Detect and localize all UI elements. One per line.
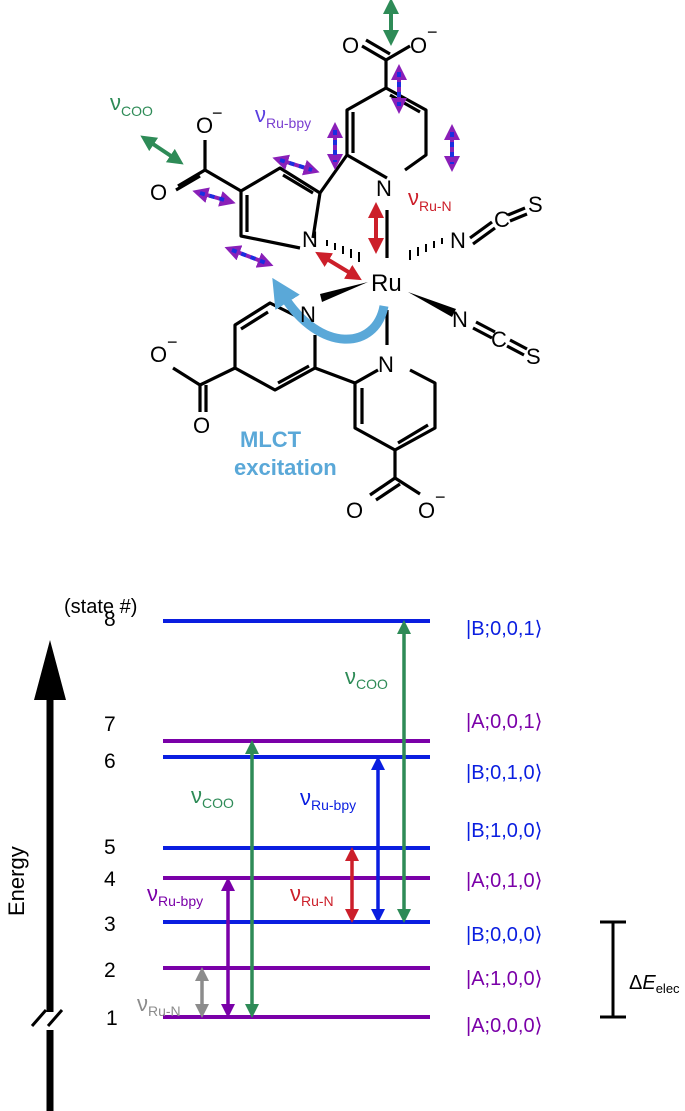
o-atom-label: O: [196, 113, 213, 138]
n-atom-label: N: [376, 176, 392, 201]
o-atom-label: O: [150, 180, 167, 205]
n-atom-label: N: [378, 352, 394, 377]
c-atom-label: C: [491, 327, 507, 352]
charge-label: −: [167, 332, 178, 352]
charge-label: −: [212, 103, 223, 123]
o-atom-label: O: [342, 33, 359, 58]
hashed-bonds: [326, 238, 443, 262]
bond-skeleton: [172, 38, 528, 502]
n-atom-label: N: [452, 307, 468, 332]
state-number: 7: [104, 713, 116, 736]
nu-rubpy-lower-label: νRu-bpy: [147, 881, 204, 909]
o-atom-label: O: [346, 498, 363, 523]
state-ket: |A;0,0,0⟩: [466, 1015, 543, 1037]
c-atom-label: C: [494, 207, 510, 232]
nu-rubpy-upper-label: νRu-bpy: [300, 785, 357, 813]
nu-coo-lower-label: νCOO: [191, 783, 234, 811]
state-number-header: (state #): [64, 596, 138, 618]
nu-coo-label: νCOO: [110, 90, 153, 119]
energy-axis-label: Energy: [4, 846, 29, 916]
delta-e-bracket: [600, 920, 626, 1019]
state-number: 6: [104, 750, 116, 773]
mlct-arrow: [272, 277, 389, 344]
nu-run-upper-label: νRu-N: [290, 881, 334, 909]
delta-e-label: ΔEelec: [629, 972, 680, 996]
o-atom-label: O: [193, 413, 210, 438]
nu-run-lower-label: νRu-N: [137, 991, 181, 1019]
nu-run-label: νRu-N: [408, 185, 452, 214]
state-ket: |B;1,0,0⟩: [466, 820, 543, 842]
o-atom-label: O: [418, 498, 435, 523]
mlct-label: excitation: [234, 455, 337, 480]
state-ket: |B;0,1,0⟩: [466, 762, 543, 784]
state-ket: |A;0,0,1⟩: [466, 711, 543, 733]
state-ket: |A;1,0,0⟩: [466, 968, 543, 990]
state-number: 5: [104, 836, 116, 859]
energy-levels: [163, 619, 430, 1019]
state-number: 3: [104, 913, 116, 936]
state-ket: |B;0,0,1⟩: [466, 618, 543, 640]
transition-arrows: [195, 620, 411, 1018]
nu-rubpy-label: νRu-bpy: [255, 102, 311, 131]
s-atom-label: S: [528, 192, 543, 217]
state-ket: |A;0,1,0⟩: [466, 870, 543, 892]
charge-label: −: [435, 487, 446, 507]
mlct-label: MLCT: [240, 427, 302, 452]
nu-coo-upper-label: νCOO: [345, 664, 388, 692]
s-atom-label: S: [526, 344, 541, 369]
n-atom-label: N: [300, 302, 316, 327]
stereo-bonds: [320, 282, 456, 317]
ruthenium-dye-structure: Ru N N N N N C S N C S O O − O − O O − O…: [110, 0, 543, 523]
state-number: 8: [104, 608, 116, 631]
state-number: 4: [104, 868, 116, 891]
state-ket: |B;0,0,0⟩: [466, 924, 543, 946]
n-atom-label: N: [302, 227, 318, 252]
state-number: 2: [104, 959, 116, 982]
state-number: 1: [106, 1007, 118, 1030]
energy-axis: [30, 640, 70, 1111]
charge-label: −: [427, 22, 438, 42]
energy-level-diagram: Energy: [4, 619, 626, 1111]
vibration-arrows: [140, 0, 460, 281]
ru-atom-label: Ru: [371, 270, 402, 297]
n-atom-label: N: [450, 228, 466, 253]
o-atom-label: O: [150, 342, 167, 367]
o-atom-label: O: [410, 33, 427, 58]
